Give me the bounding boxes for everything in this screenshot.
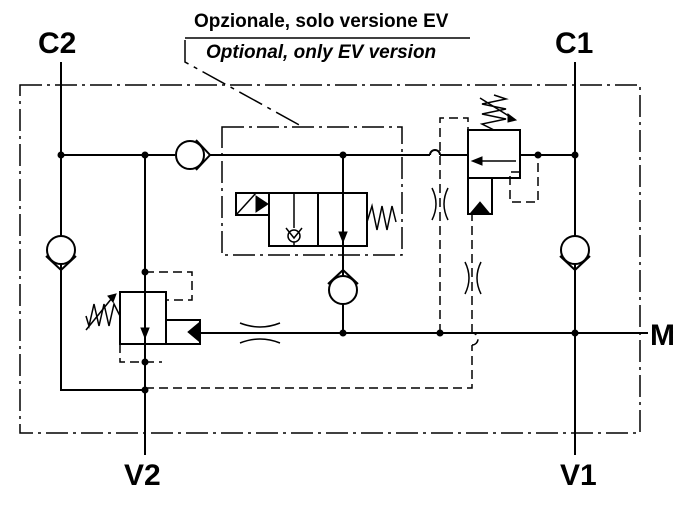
pilot-line-long-dash: [145, 345, 473, 389]
port-label-v2: V2: [124, 459, 161, 492]
junction-dot: [141, 151, 149, 159]
solenoid-spring: [366, 203, 397, 231]
port-label-c2: C2: [38, 27, 76, 60]
optional-ev-envelope: [221, 126, 403, 256]
check-valve-center-seat: [327, 268, 359, 285]
check-valve-top-ball: [175, 140, 205, 170]
solenoid-right-arrowhead: [338, 231, 348, 244]
cbv-right-arrowhead: [470, 156, 483, 166]
port-label-m: M: [650, 319, 675, 352]
junction-dot: [141, 358, 149, 366]
cbv-left-body: [119, 291, 167, 345]
line-top-hop: [429, 149, 441, 156]
orifice-pilot-a-right: [443, 187, 449, 221]
cbv-left-pilot-arrow: [187, 320, 201, 344]
junction-dot: [339, 151, 347, 159]
solenoid-coil-diag: [235, 192, 257, 216]
check-valve-top-seat: [195, 139, 212, 171]
orifice-pilot-b-left: [464, 261, 470, 295]
orifice-pilot-b-right: [476, 261, 482, 295]
pilot-line-hop: [471, 332, 479, 346]
valve-body-outline: [19, 84, 641, 434]
cbv-right-pilot-arrow: [468, 201, 492, 215]
junction-dot: [141, 386, 149, 394]
cbv-left-drain-dash: [145, 271, 193, 301]
port-label-v1: V1: [560, 459, 597, 492]
cbv-right-spring-arrowhead: [507, 113, 518, 123]
cbv-left-pilot-dash-bottom2: [119, 344, 145, 363]
junction-dot: [339, 329, 347, 337]
junction-dot: [571, 151, 579, 159]
cbv-left-spring-adjust: [85, 297, 113, 331]
cbv-left-spring: [85, 301, 121, 329]
cbv-left-arrowhead: [140, 327, 150, 340]
check-valve-c1-ball: [560, 235, 590, 265]
line-c2-left: [60, 85, 145, 391]
solenoid-arrow: [255, 195, 269, 213]
junction-dot: [57, 151, 65, 159]
port-label-c1: C1: [555, 27, 593, 60]
optional-note-leader: [184, 40, 304, 128]
cbv-right-spring-adjust: [479, 97, 513, 119]
check-valve-c1-seat: [559, 255, 591, 272]
cbv-right-spring: [479, 94, 509, 131]
orifice-m-line-bot: [239, 338, 281, 344]
check-valve-center-ball: [328, 275, 358, 305]
optional-note-italian: Opzionale, solo versione EV: [194, 11, 449, 32]
junction-dot: [436, 329, 444, 337]
orifice-pilot-a-left: [431, 187, 437, 221]
cbv-left-spring-arrowhead: [107, 293, 117, 303]
junction-dot: [571, 329, 579, 337]
pilot-line-right-dash: [439, 117, 469, 333]
optional-note-english: Optional, only EV version: [206, 42, 436, 63]
orifice-m-line-top: [239, 322, 281, 328]
cbv-right-body: [467, 129, 521, 179]
solenoid-left-check-seat: [285, 227, 303, 240]
junction-dot: [534, 151, 542, 159]
check-valve-c2-ball: [46, 235, 76, 265]
solenoid-left-check: [287, 229, 301, 243]
check-valve-c2-seat: [45, 255, 77, 272]
cbv-right-drain-dash: [509, 155, 539, 203]
junction-dot: [141, 268, 149, 276]
